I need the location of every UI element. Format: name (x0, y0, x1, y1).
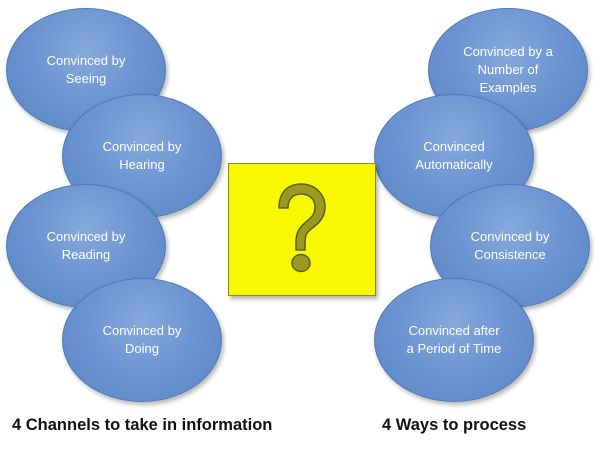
bubble-seeing-label: Convinced by Seeing (46, 53, 126, 86)
question-box (228, 163, 376, 296)
left-caption: 4 Channels to take in information (12, 416, 273, 434)
right-caption: 4 Ways to process (382, 416, 527, 434)
bubble-automatically-label: Convinced Automatically (415, 139, 493, 172)
bubble-doing: Convinced by Doing (62, 278, 222, 402)
bubble-hearing-label: Convinced by Hearing (102, 139, 182, 172)
bubble-doing-label: Convinced by Doing (102, 323, 182, 356)
question-mark-icon (278, 183, 326, 273)
bubble-period-of-time: Convinced after a Period of Time (374, 278, 534, 402)
bubble-consistence-label: Convinced by Consistence (470, 229, 550, 262)
bubble-period-of-time-label: Convinced after a Period of Time (406, 323, 502, 356)
bubble-examples-label: Convinced by a Number of Examples (463, 44, 553, 95)
bubble-automatically: Convinced Automatically (374, 94, 534, 218)
bubble-reading-label: Convinced by Reading (46, 229, 126, 262)
